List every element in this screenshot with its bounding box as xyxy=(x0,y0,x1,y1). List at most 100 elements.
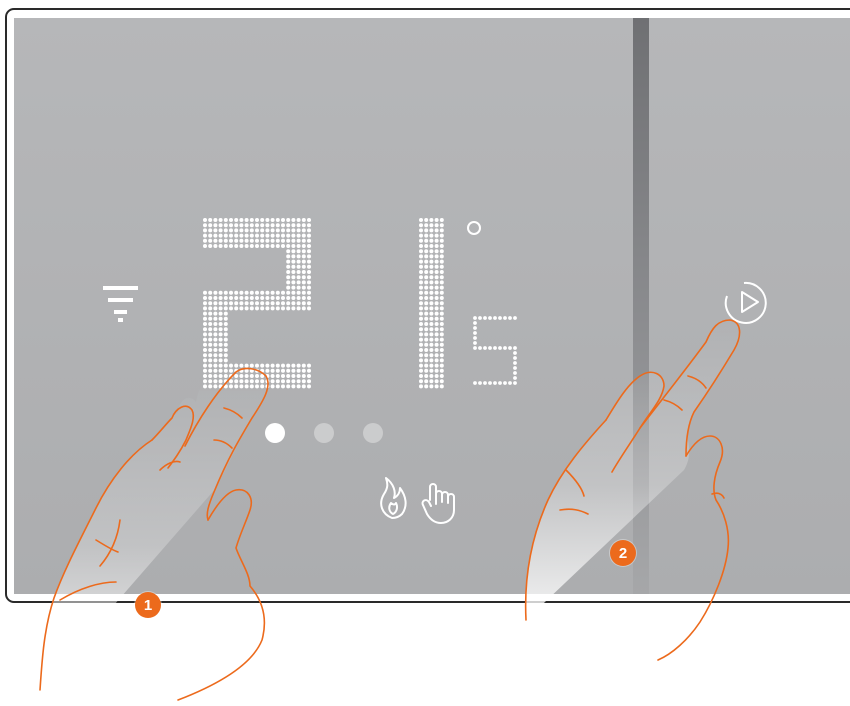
digit-tens-dot xyxy=(291,228,295,232)
digit-tens-dot xyxy=(291,249,295,253)
digit-tens-dot xyxy=(213,296,217,300)
digit-tens-dot xyxy=(250,296,254,300)
digit-tens-dot xyxy=(307,254,311,258)
digit-tens-dot xyxy=(203,296,207,300)
digit-tens-dot xyxy=(234,301,238,305)
digit-tens-dot xyxy=(302,306,306,310)
digit-tens-dot xyxy=(213,223,217,227)
digit-tens-dot xyxy=(276,384,280,388)
digit-units-dot xyxy=(435,270,439,274)
digit-tens-dot xyxy=(291,296,295,300)
digit-tens-dot xyxy=(286,379,290,383)
digit-units-dot xyxy=(424,270,428,274)
digit-units-dot xyxy=(429,358,433,362)
digit-tens-dot xyxy=(229,306,233,310)
digit-tens-dot xyxy=(281,223,285,227)
digit-tens-dot xyxy=(297,228,301,232)
digit-tens-dot xyxy=(213,244,217,248)
digit-tens-dot xyxy=(271,301,275,305)
digit-units-dot xyxy=(429,353,433,357)
digit-tens-dot xyxy=(219,358,223,362)
digit-tens-dot xyxy=(224,364,228,368)
digit-units-dot xyxy=(440,364,444,368)
digit-tens-dot xyxy=(250,364,254,368)
digit-units-dot xyxy=(435,249,439,253)
digit-tens-dot xyxy=(297,384,301,388)
digit-tens-dot xyxy=(302,249,306,253)
digit-tens-dot xyxy=(203,353,207,357)
digit-decimal-dot xyxy=(508,346,512,350)
digit-tens-dot xyxy=(203,358,207,362)
digit-tens-dot xyxy=(297,275,301,279)
digit-tens-dot xyxy=(203,244,207,248)
digit-units-dot xyxy=(424,244,428,248)
digit-tens-dot xyxy=(255,364,259,368)
digit-units-dot xyxy=(419,249,423,253)
digit-tens-dot xyxy=(229,296,233,300)
digit-tens-dot xyxy=(213,312,217,316)
digit-tens-dot xyxy=(234,306,238,310)
digit-tens-dot xyxy=(297,270,301,274)
digit-units-dot xyxy=(419,270,423,274)
digit-tens-dot xyxy=(291,369,295,373)
page-dot-3[interactable] xyxy=(363,423,383,443)
digit-tens-dot xyxy=(250,239,254,243)
digit-tens-dot xyxy=(239,301,243,305)
digit-tens-dot xyxy=(291,265,295,269)
digit-tens-dot xyxy=(281,244,285,248)
digit-tens-dot xyxy=(307,239,311,243)
digit-units-dot xyxy=(424,348,428,352)
digit-units-dot xyxy=(419,353,423,357)
digit-decimal-dot xyxy=(488,381,492,385)
digit-decimal-dot xyxy=(478,316,482,320)
digit-units-dot xyxy=(435,374,439,378)
page-dot-2[interactable] xyxy=(314,423,334,443)
digit-tens-dot xyxy=(229,228,233,232)
digit-tens-dot xyxy=(297,260,301,264)
digit-tens-dot xyxy=(297,239,301,243)
digit-tens-dot xyxy=(219,332,223,336)
digit-units-dot xyxy=(419,343,423,347)
digit-decimal-dot xyxy=(473,346,477,350)
digit-tens-dot xyxy=(307,280,311,284)
digit-units-dot xyxy=(435,369,439,373)
digit-tens-dot xyxy=(307,223,311,227)
digit-tens-dot xyxy=(276,364,280,368)
digit-units-dot xyxy=(419,369,423,373)
digit-tens-dot xyxy=(265,369,269,373)
digit-units-dot xyxy=(424,358,428,362)
digit-units-dot xyxy=(424,301,428,305)
digit-tens-dot xyxy=(265,301,269,305)
digit-units-dot xyxy=(419,234,423,238)
digit-tens-dot xyxy=(229,244,233,248)
digit-tens-dot xyxy=(286,249,290,253)
digit-decimal-dot xyxy=(473,326,477,330)
digit-tens-dot xyxy=(302,275,306,279)
digit-units-dot xyxy=(429,223,433,227)
digit-tens-dot xyxy=(302,234,306,238)
digit-units-dot xyxy=(435,260,439,264)
digit-tens-dot xyxy=(281,239,285,243)
digit-tens-dot xyxy=(229,364,233,368)
digit-tens-dot xyxy=(234,364,238,368)
digit-tens-dot xyxy=(286,228,290,232)
digit-tens-dot xyxy=(255,218,259,222)
digit-tens-dot xyxy=(307,296,311,300)
digit-units-dot xyxy=(429,317,433,321)
digit-units-dot xyxy=(424,312,428,316)
digit-units-dot xyxy=(424,275,428,279)
digit-decimal-dot xyxy=(508,381,512,385)
digit-tens-dot xyxy=(276,218,280,222)
digit-tens-dot xyxy=(260,239,264,243)
digit-units-dot xyxy=(419,239,423,243)
digit-tens-dot xyxy=(302,244,306,248)
page-dot-1[interactable] xyxy=(265,423,285,443)
digit-decimal-dot xyxy=(483,346,487,350)
digit-tens-dot xyxy=(307,275,311,279)
digit-tens-dot xyxy=(255,234,259,238)
digit-units-dot xyxy=(424,353,428,357)
digit-tens-dot xyxy=(224,312,228,316)
digit-units-dot xyxy=(429,332,433,336)
digit-tens-dot xyxy=(245,228,249,232)
